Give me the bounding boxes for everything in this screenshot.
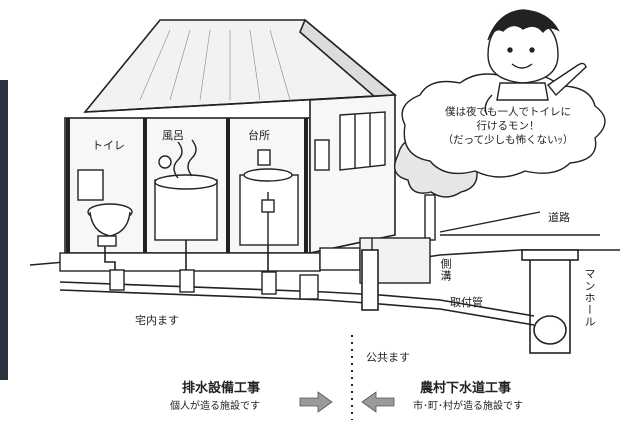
private-basins [109,269,319,300]
bath-label: 風呂 [162,129,184,142]
speech-bubble-text: 僕は夜でも一人でトイレに 行けるモン！ （だって少しも怖くないｯ） [405,105,611,147]
boy-character [484,9,587,116]
footer-arrows [299,391,395,413]
kitchen-fixture [239,149,299,246]
speech-line-1: 僕は夜でも一人でトイレに [445,106,571,118]
toilet-fixture [77,169,133,247]
private-basin-label: 宅内ます [135,314,179,327]
bathtub-fixture [154,139,218,241]
road-label: 道路 [548,211,570,224]
manhole [521,249,579,354]
manhole-label: マンホール [583,268,596,328]
drain-pipes [59,240,535,326]
public-works-title: 農村下水道工事 [420,381,512,396]
private-works-title: 排水設備工事 [182,381,261,396]
public-works-subtitle: 市･町･村が造る施設です [413,401,523,412]
private-works-subtitle: 個人が造る施設です [170,401,260,412]
kitchen-label: 台所 [248,129,270,142]
toilet-label: トイレ [92,139,125,152]
speech-line-3: （だって少しも怖くないｯ） [442,134,574,146]
connection-pipe-label: 取付管 [450,296,483,309]
public-basin-label: 公共ます [366,351,410,364]
left-edge-bar [0,80,8,380]
speech-cloud [401,73,606,178]
side-window [314,111,386,171]
speech-line-2: 行けるモン！ [476,120,540,132]
public-basin [361,249,379,311]
side-ditch-label: 側溝 [439,258,452,282]
